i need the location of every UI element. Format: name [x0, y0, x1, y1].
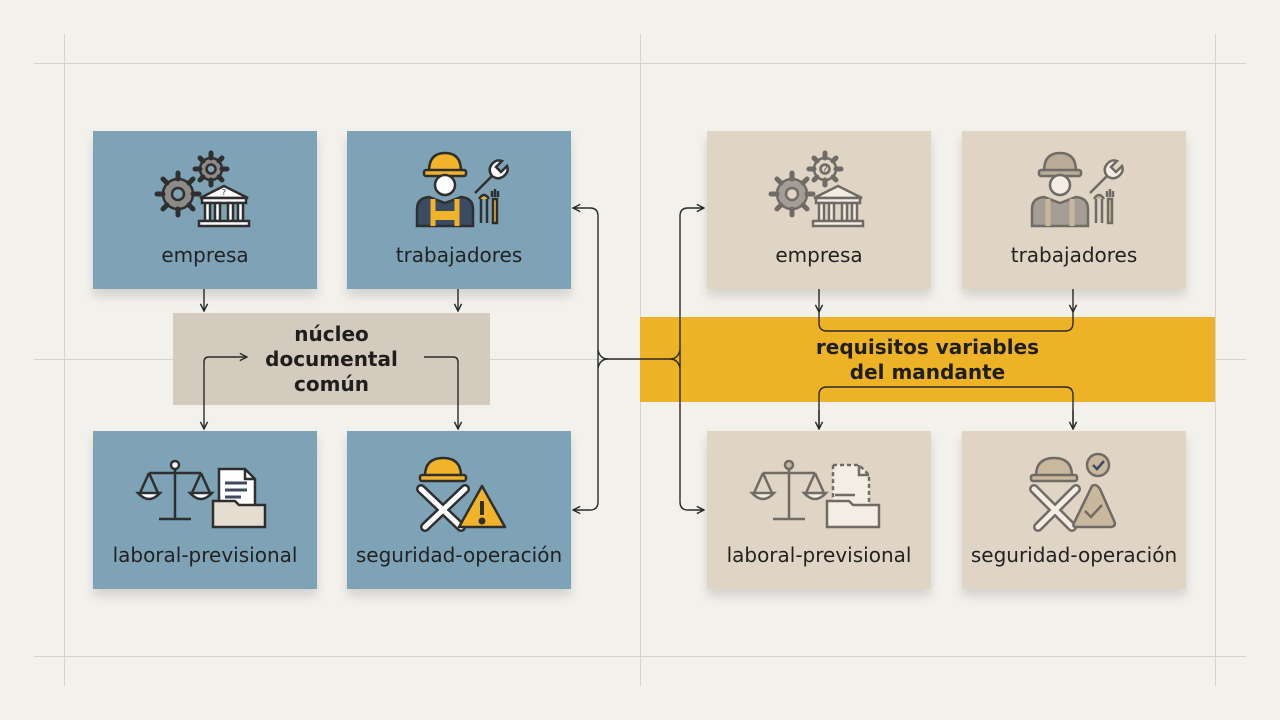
gears-building-icon: ? — [154, 150, 251, 228]
right-top-loop — [818, 312, 1074, 332]
variable-band-line-1: requisitos variables — [815, 334, 1040, 359]
left-box-empresa: ? empresa — [93, 131, 317, 289]
variable-band-line-2: del mandante — [849, 359, 1006, 384]
worker-tools-muted-icon — [1030, 151, 1124, 228]
scale-folder-muted-icon — [749, 459, 881, 529]
gears-building-muted-icon: ? — [768, 150, 865, 228]
left-box-seguridad: seguridad-operación — [347, 431, 571, 589]
right-laboral-label: laboral-previsional — [726, 543, 912, 567]
left-box-trabajadores: trabajadores — [347, 131, 571, 289]
scale-folder-icon — [135, 459, 267, 529]
right-box-laboral: laboral-previsional — [707, 431, 931, 589]
right-trabajadores-label: trabajadores — [1010, 243, 1138, 267]
grid-line-left — [64, 34, 65, 686]
left-trabajadores-label: trabajadores — [395, 243, 523, 267]
left-seguridad-label: seguridad-operación — [355, 543, 563, 567]
right-bottom-loop — [818, 386, 1074, 429]
core-band-line-2: documental — [265, 346, 398, 371]
left-empresa-label: empresa — [161, 243, 249, 267]
grid-line-right — [1215, 34, 1216, 686]
left-bracket — [573, 208, 599, 510]
core-documental-band: núcleo documental común — [173, 313, 490, 405]
helmet-tools-warning-icon — [416, 456, 507, 532]
arrow-core-to-seguridad — [424, 356, 458, 429]
bracket-junction — [597, 349, 681, 360]
right-box-seguridad: seguridad-operación — [962, 431, 1186, 589]
right-bracket — [679, 208, 704, 510]
svg-text:?: ? — [822, 163, 828, 176]
arrow-core-loop-left — [203, 357, 247, 405]
right-seguridad-label: seguridad-operación — [970, 543, 1178, 567]
bracket-junction-lower-left — [597, 358, 609, 369]
bracket-junction-lower-right — [669, 358, 681, 369]
core-band-line-1: núcleo — [294, 321, 369, 346]
right-box-trabajadores: trabajadores — [962, 131, 1186, 289]
left-laboral-label: laboral-previsional — [112, 543, 298, 567]
helmet-tools-check-icon — [1029, 452, 1117, 532]
right-empresa-label: empresa — [775, 243, 863, 267]
core-band-line-3: común — [294, 371, 369, 396]
svg-text:?: ? — [222, 188, 226, 197]
right-box-empresa: ? empresa — [707, 131, 931, 289]
variable-requirements-band: requisitos variables del mandante — [640, 317, 1215, 402]
worker-tools-icon — [415, 151, 509, 228]
left-box-laboral: laboral-previsional — [93, 431, 317, 589]
